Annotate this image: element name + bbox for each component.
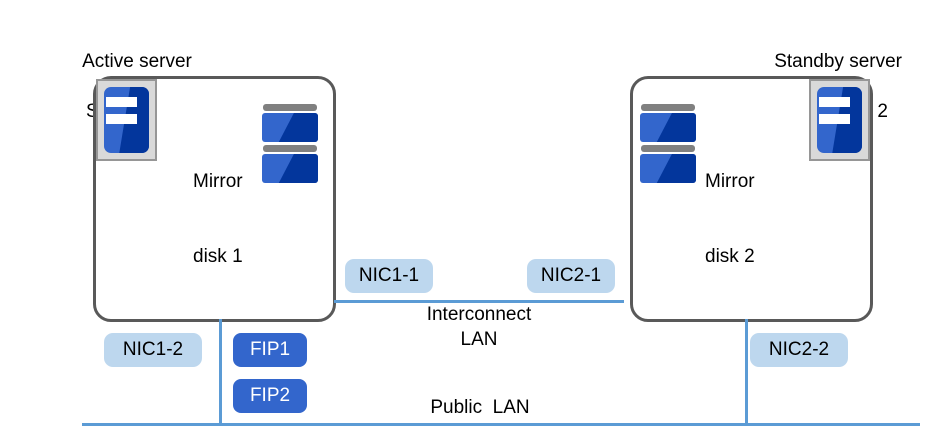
server-2-role-label: Standby server <box>774 51 902 72</box>
server-1-role-label: Active server <box>82 51 192 72</box>
mirror-disk-1-label-line2: disk 1 <box>193 246 243 267</box>
disk-cap <box>641 145 695 152</box>
public-lan-line <box>82 423 920 426</box>
server-2-public-lan-connector <box>745 319 748 425</box>
fip-label-fip1[interactable]: FIP1 <box>233 333 307 367</box>
mirror-disk-2-label: Mirror disk 2 <box>705 119 755 319</box>
interconnect-lan-line <box>334 300 624 303</box>
disk-body <box>640 154 696 183</box>
disk-cap <box>641 104 695 111</box>
server-icon-bar-top <box>106 97 137 107</box>
disk-body <box>262 113 318 142</box>
disk-cap <box>263 145 317 152</box>
mirror-disk-2-label-line1: Mirror <box>705 171 755 192</box>
nic-label-nic2-2[interactable]: NIC2-2 <box>750 333 848 367</box>
server-machine-icon <box>809 79 870 161</box>
server-2-enclosure <box>630 76 873 322</box>
disk-icon <box>640 104 696 142</box>
nic-label-nic1-1[interactable]: NIC1-1 <box>345 259 433 293</box>
disk-cap <box>263 104 317 111</box>
disk-body <box>262 154 318 183</box>
mirror-disk-2-icon <box>640 104 696 186</box>
public-lan-label: Public LAN <box>430 397 530 418</box>
disk-body <box>640 113 696 142</box>
server-1-enclosure <box>93 76 336 322</box>
disk-icon <box>640 145 696 183</box>
mirror-disk-1-label: Mirror disk 1 <box>193 119 243 319</box>
server-icon-bar-bottom <box>106 114 137 124</box>
mirror-disk-1-label-line1: Mirror <box>193 171 243 192</box>
server-1-public-lan-connector <box>219 319 222 425</box>
disk-icon <box>262 145 318 183</box>
interconnect-lan-label: Interconnect LAN <box>426 304 532 350</box>
server-icon-bar-bottom <box>819 114 850 124</box>
nic-label-nic1-2[interactable]: NIC1-2 <box>104 333 202 367</box>
mirror-disk-1-icon <box>262 104 318 186</box>
nic-label-nic2-1[interactable]: NIC2-1 <box>527 259 615 293</box>
fip-label-fip2[interactable]: FIP2 <box>233 379 307 413</box>
mirror-disk-2-label-line2: disk 2 <box>705 246 755 267</box>
server-icon-bar-top <box>819 97 850 107</box>
disk-icon <box>262 104 318 142</box>
server-machine-icon <box>96 79 157 161</box>
